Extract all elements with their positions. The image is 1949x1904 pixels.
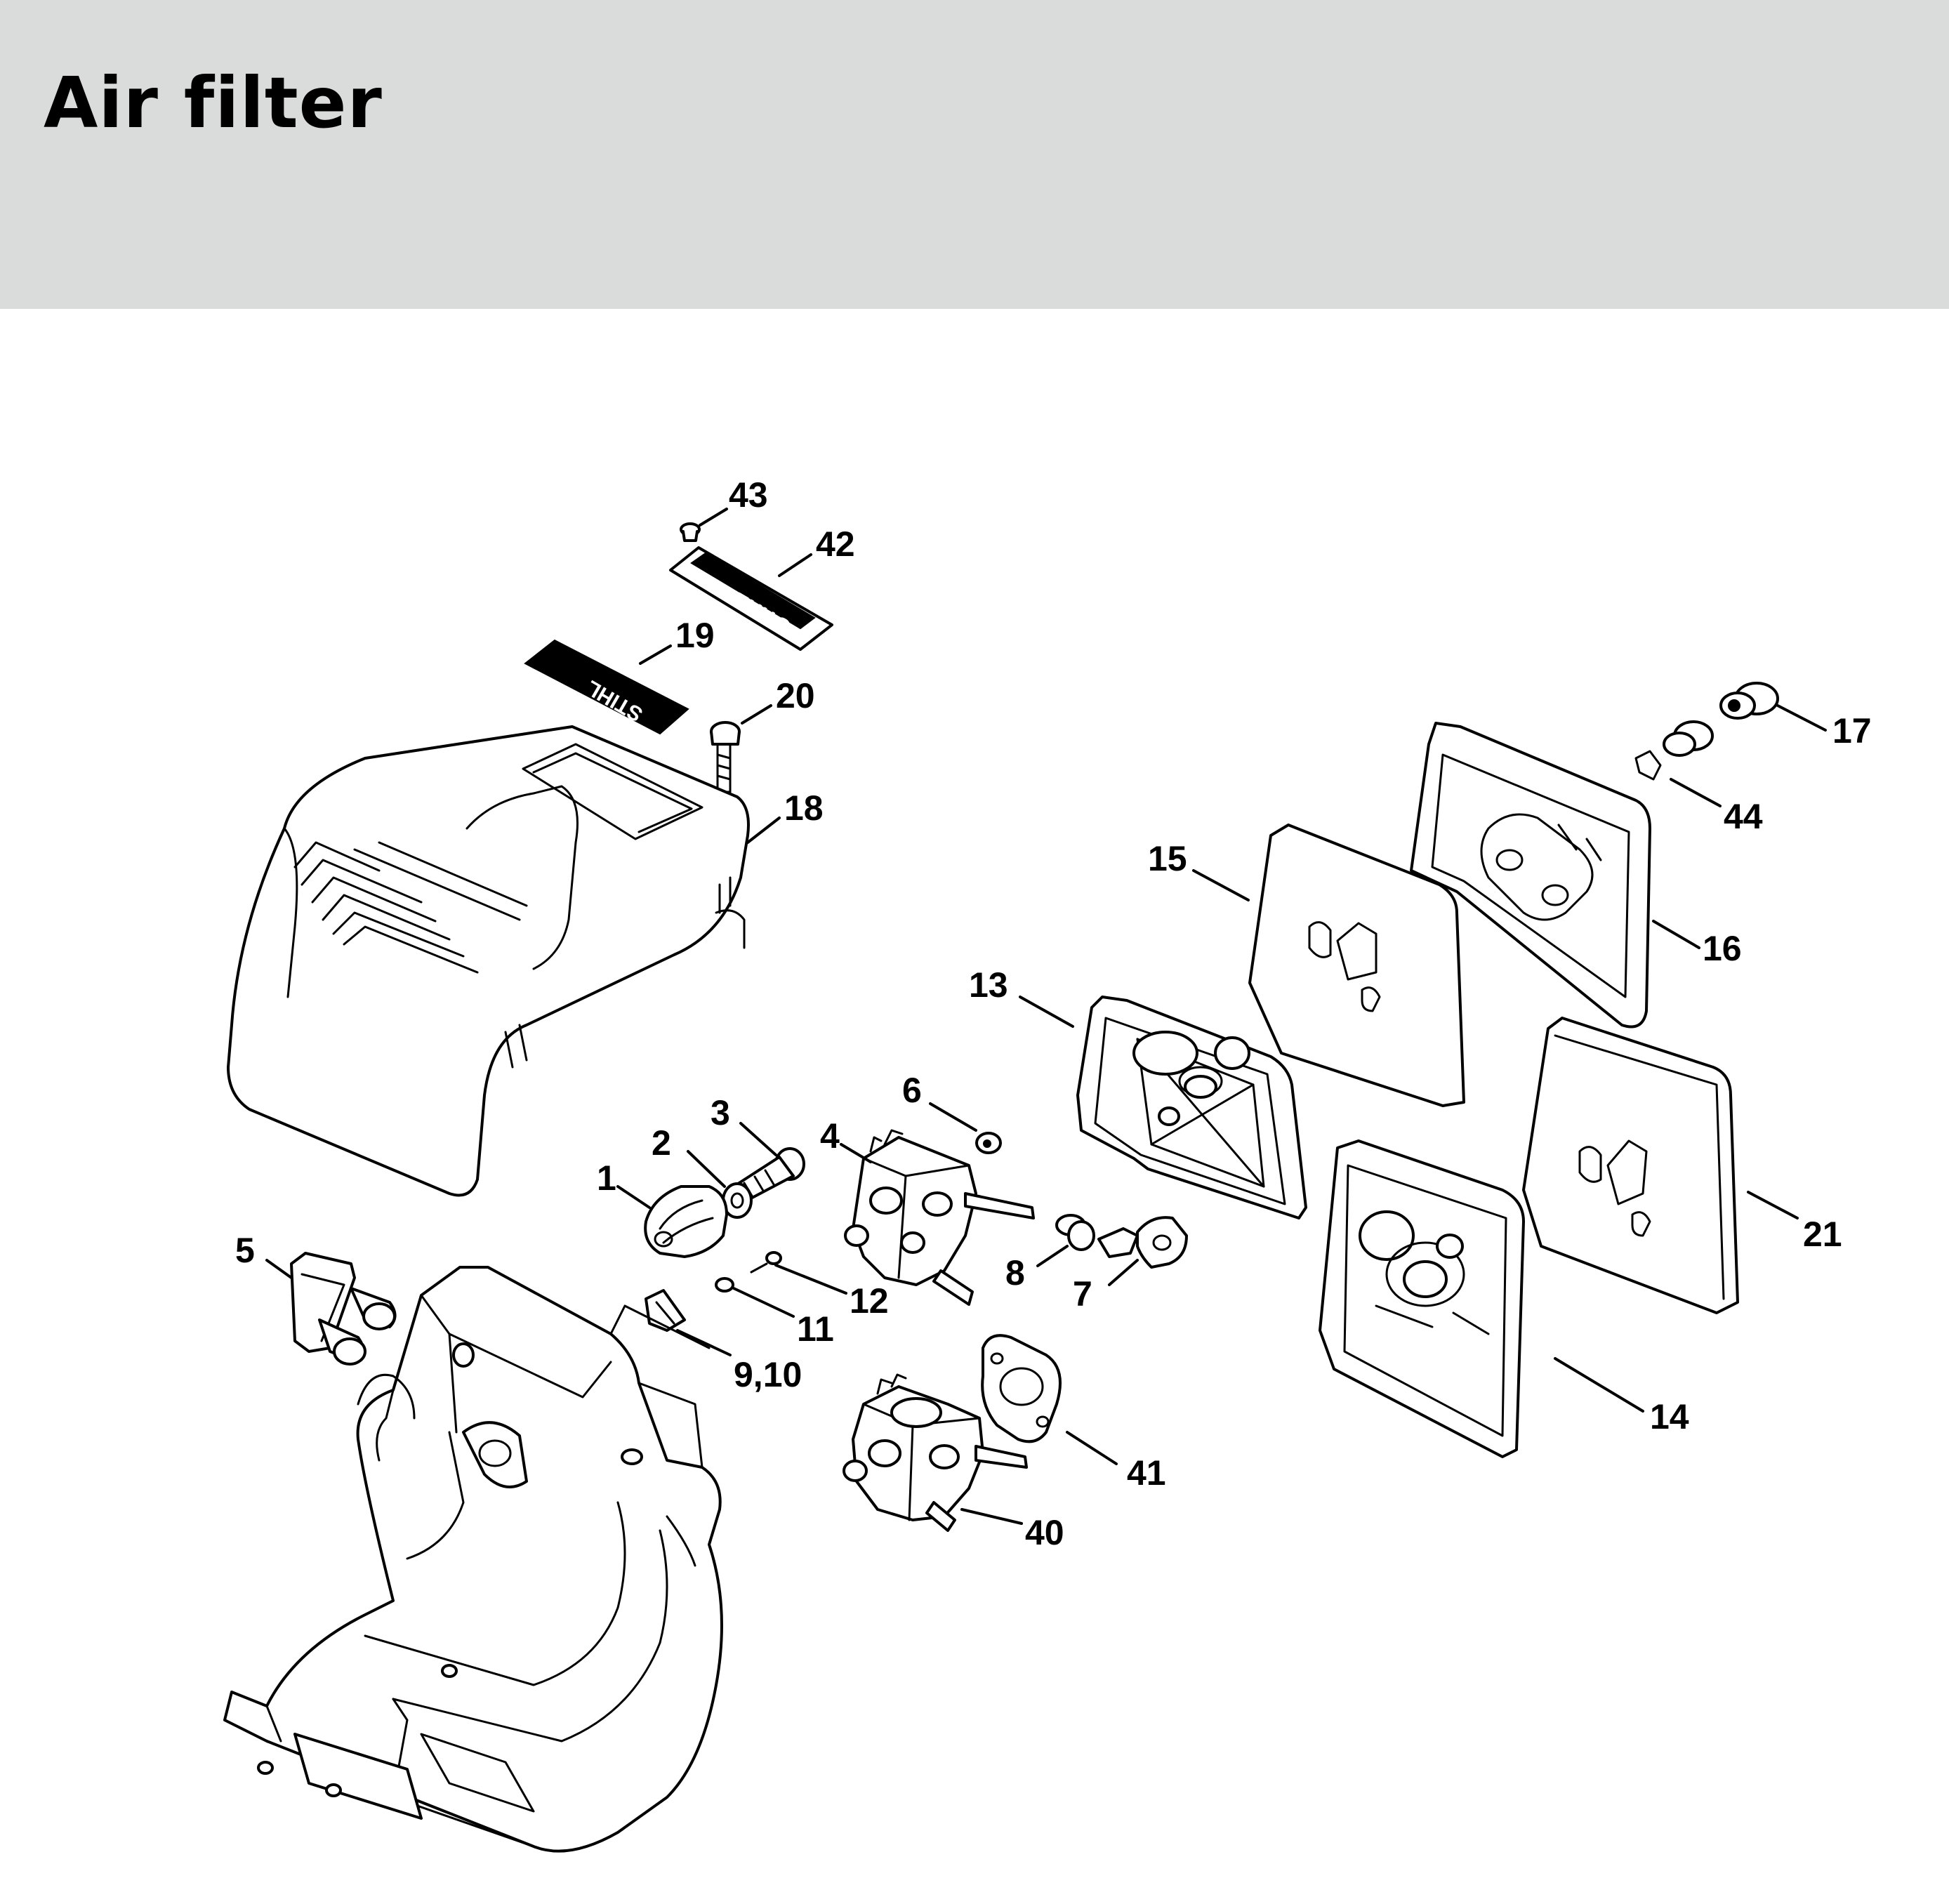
callout-19: 19 xyxy=(675,616,715,655)
callout-9-10: 9,10 xyxy=(734,1355,802,1394)
part-12-screw xyxy=(750,1251,782,1274)
callout-41: 41 xyxy=(1127,1453,1166,1493)
callout-15: 15 xyxy=(1148,839,1187,878)
part-13-filter-base xyxy=(1076,996,1307,1219)
callout-13: 13 xyxy=(969,965,1008,1005)
callout-4: 4 xyxy=(820,1116,840,1156)
part-16-filter-cover xyxy=(1410,722,1651,1029)
part-1-bracket xyxy=(644,1185,728,1258)
part-11-washer xyxy=(715,1277,734,1293)
carburetor-box-housing xyxy=(223,1266,723,1853)
part-6-nut xyxy=(975,1132,1002,1154)
part-9-10-clip xyxy=(645,1289,686,1332)
callout-8: 8 xyxy=(1005,1253,1025,1293)
page-title: Air filter xyxy=(44,62,383,144)
part-14-filter-base xyxy=(1319,1139,1525,1458)
part-40-carburetor xyxy=(843,1373,1028,1532)
callout-21: 21 xyxy=(1803,1215,1842,1254)
callout-1: 1 xyxy=(597,1158,616,1198)
callout-17: 17 xyxy=(1832,711,1872,751)
part-15-filter-element xyxy=(1248,824,1465,1107)
callout-18: 18 xyxy=(784,788,824,828)
callout-40: 40 xyxy=(1025,1513,1064,1552)
callout-11: 11 xyxy=(797,1309,834,1349)
callout-2: 2 xyxy=(652,1123,671,1163)
part-4-carburetor xyxy=(844,1129,1035,1306)
part-5-intake-manifold xyxy=(290,1252,397,1366)
callout-14: 14 xyxy=(1650,1397,1689,1436)
header-band xyxy=(0,0,1949,309)
callout-20: 20 xyxy=(776,676,815,715)
callout-7: 7 xyxy=(1073,1274,1092,1314)
part-42-name-plate: STIHL FS 220 xyxy=(669,546,833,659)
callout-44: 44 xyxy=(1724,797,1763,836)
part-43-screw xyxy=(680,522,701,542)
callout-42: 42 xyxy=(816,524,855,564)
part-41-gasket xyxy=(981,1334,1062,1443)
callout-16: 16 xyxy=(1703,929,1742,968)
callouts: 43 42 19 20 18 15 13 17 44 16 21 14 6 4 … xyxy=(235,475,1872,1552)
callout-5: 5 xyxy=(235,1231,255,1270)
part-17-nut xyxy=(1719,682,1779,720)
part-7-choke-lever xyxy=(1097,1216,1188,1269)
leader-lines xyxy=(265,508,1827,1525)
part-20-screw xyxy=(710,721,741,793)
callout-12: 12 xyxy=(850,1281,889,1321)
callout-43: 43 xyxy=(729,475,768,515)
callout-6: 6 xyxy=(902,1071,922,1110)
part-21-filter-element xyxy=(1522,1017,1739,1314)
part-8-bushing xyxy=(1055,1214,1095,1251)
callout-3: 3 xyxy=(711,1093,730,1132)
part-18-shroud-cover xyxy=(227,725,750,1197)
part-19-label: STIHL FS 220 xyxy=(524,639,689,747)
part-44-nut-washer xyxy=(1634,720,1714,781)
